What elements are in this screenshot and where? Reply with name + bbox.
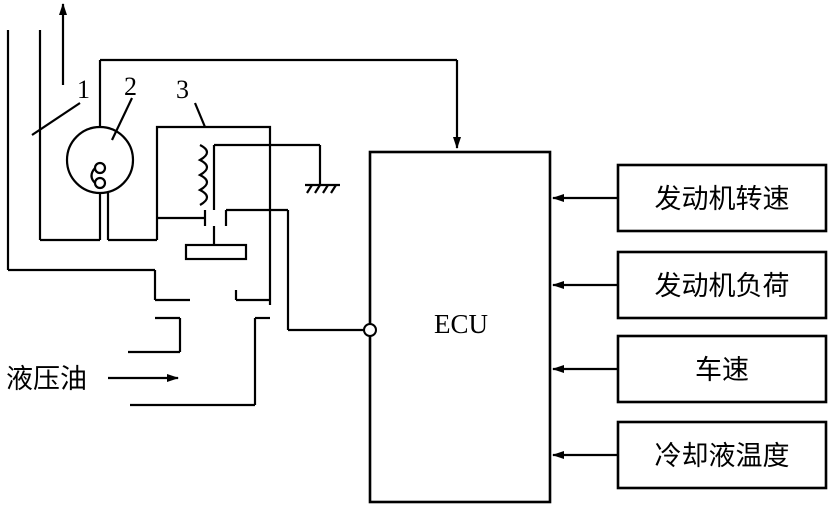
input-label: 发动机转速 bbox=[655, 184, 790, 215]
part-2-leader bbox=[111, 97, 133, 141]
input-label: 冷却液温度 bbox=[655, 441, 790, 472]
intake-pipe bbox=[6, 3, 155, 272]
input-engine-load: 发动机负荷 bbox=[552, 250, 828, 320]
part-1-leader bbox=[31, 102, 81, 136]
input-label: 发动机负荷 bbox=[655, 271, 790, 302]
input-coolant-temperature: 冷却液温度 bbox=[552, 420, 828, 490]
part-2-label: 2 bbox=[124, 72, 137, 101]
hydraulic-oil-label: 液压油 bbox=[6, 364, 87, 395]
ecu-label: ECU bbox=[434, 309, 488, 339]
part-3-label: 3 bbox=[176, 75, 189, 104]
input-engine-speed: 发动机转速 bbox=[552, 163, 828, 233]
sensor-2 bbox=[65, 125, 157, 242]
sensor-to-ecu-wire bbox=[98, 58, 461, 149]
ecu-input-node bbox=[363, 323, 377, 337]
solenoid-valve-3 bbox=[128, 125, 364, 407]
ecu-box bbox=[368, 150, 552, 504]
input-vehicle-speed: 车速 bbox=[552, 334, 828, 404]
part-3-leader bbox=[193, 102, 207, 128]
input-label: 车速 bbox=[695, 355, 749, 386]
part-1-label: 1 bbox=[77, 75, 90, 104]
